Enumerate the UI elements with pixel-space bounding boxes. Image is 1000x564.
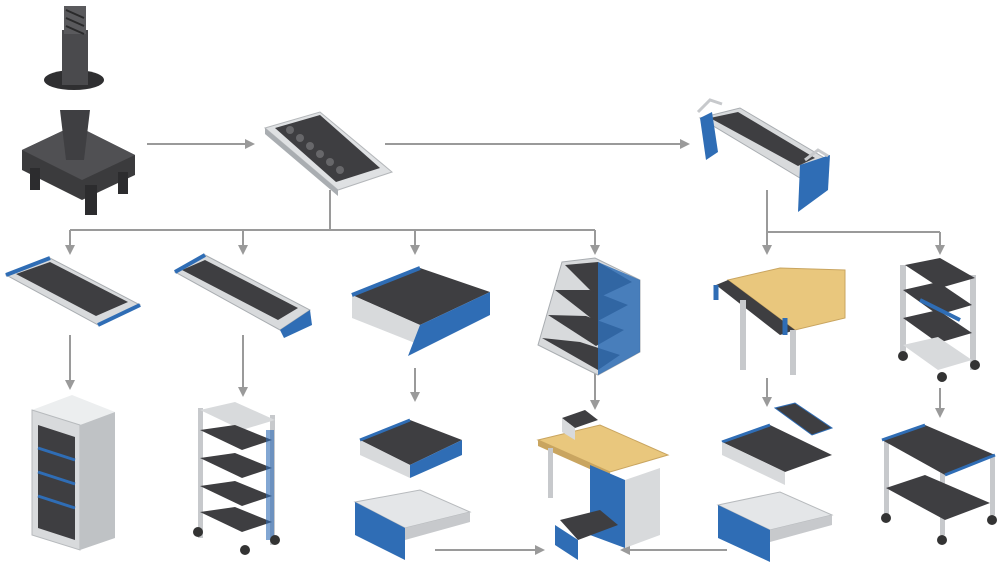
tool-insert-strip-icon (263, 111, 394, 196)
angled-insert-icon (537, 257, 641, 376)
drawer-icon (353, 489, 472, 560)
angled-strip-insert-icon (173, 253, 312, 338)
cnc-tool-holder-icon (22, 6, 135, 215)
connector-arrows (65, 139, 945, 555)
flat-shelf-insert-1-icon (4, 256, 142, 327)
rail-insert-icon (696, 98, 830, 212)
flat-trolley-icon (881, 423, 997, 545)
workbench-rail-icon (713, 267, 846, 375)
drawer-insert-icon (359, 418, 462, 478)
cabinet-icon (31, 395, 115, 551)
drawer-rails-icon (716, 402, 834, 562)
shelf-trolley-icon (193, 402, 280, 555)
tool-trolley-icon (898, 258, 980, 382)
workbench-icon (536, 410, 670, 560)
shelf-insert-icon (351, 266, 490, 356)
